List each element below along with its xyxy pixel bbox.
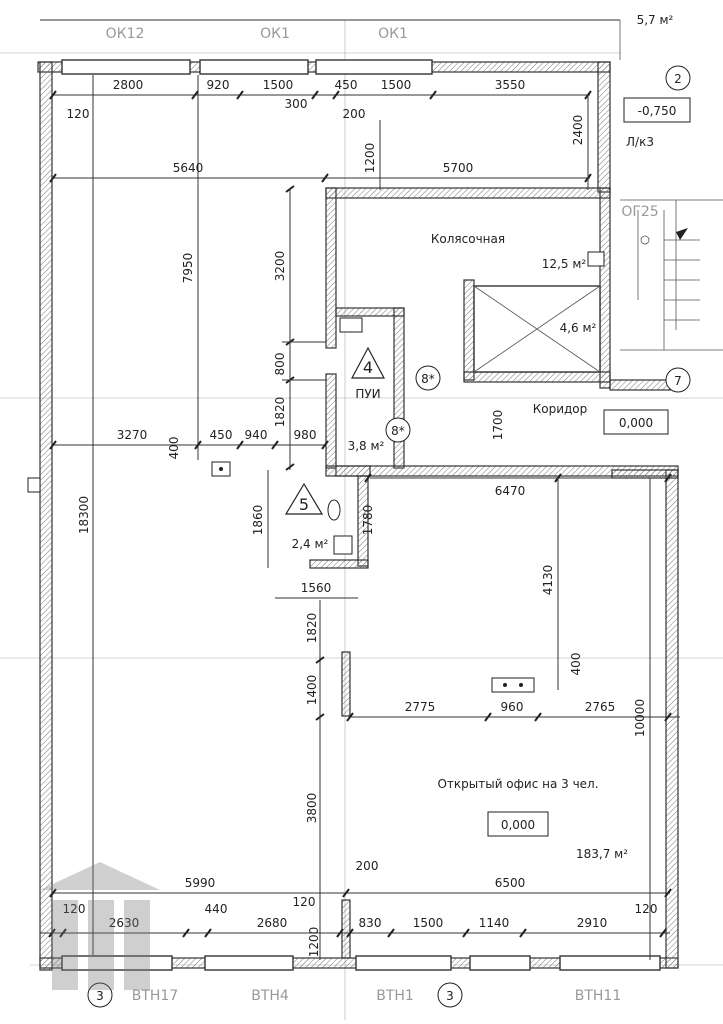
top-dimensions: 2800 920 1500 450 1500 3550 <box>113 78 526 92</box>
room-name-office: Открытый офис на 3 чел. <box>437 777 598 791</box>
room-area-pui: 3,8 м² <box>348 439 385 453</box>
bottom-window-labels: ВТН17 ВТН4 ВТН1 ВТН11 <box>132 988 622 1004</box>
dim-text: 1500 <box>413 916 444 930</box>
dim-text: 980 <box>294 428 317 442</box>
dim-text: 1700 <box>491 410 505 441</box>
window-label: ОК1 <box>260 26 290 42</box>
dim-text: 1860 <box>251 505 265 536</box>
dim-text: 10000 <box>633 699 647 737</box>
room-area-stroller: 12,5 м² <box>542 257 587 271</box>
window-label: ВТН4 <box>251 988 289 1004</box>
dim-text: 3800 <box>305 793 319 824</box>
dim-text: 5640 <box>173 161 204 175</box>
dim-text: 6500 <box>495 876 526 890</box>
dim-text: 920 <box>207 78 230 92</box>
level-office: 0,000 <box>501 818 535 832</box>
dim-text: 2775 <box>405 700 436 714</box>
dim-text: 440 <box>205 902 228 916</box>
axis-mark: 3 <box>96 989 104 1003</box>
dim-text: 120 <box>67 107 90 121</box>
window-label: ВТН1 <box>376 988 414 1004</box>
room-area-office: 183,7 м² <box>576 847 628 861</box>
top-window-labels: ОК12 ОК1 ОК1 <box>106 26 408 42</box>
level-corridor: 0,000 <box>619 416 653 430</box>
dim-text: 4130 <box>541 565 555 596</box>
room-area-top-right: 5,7 м² <box>637 13 674 27</box>
outer-walls <box>37 19 679 971</box>
dim-text: 2680 <box>257 916 288 930</box>
dim-text: 830 <box>359 916 382 930</box>
watermark-logo <box>40 862 160 990</box>
dim-text: 5990 <box>185 876 216 890</box>
dim-text: 800 <box>273 353 287 376</box>
misc-dimensions: 120 300 200 2400 1200 5640 5700 7950 320… <box>63 97 658 957</box>
dim-text: 1200 <box>363 143 377 174</box>
dim-text: 1560 <box>301 581 332 595</box>
window-label: ОК1 <box>378 26 408 42</box>
axis-mark: 2 <box>674 72 682 86</box>
dim-text: 960 <box>501 700 524 714</box>
dim-text: 3550 <box>495 78 526 92</box>
dim-text: 2400 <box>571 115 585 146</box>
dim-text: 2800 <box>113 78 144 92</box>
dim-text: 3270 <box>117 428 148 442</box>
window-label: ВТН17 <box>132 988 179 1004</box>
dim-text: 1400 <box>305 675 319 706</box>
inner-walls <box>309 187 679 959</box>
dim-text: 1500 <box>263 78 294 92</box>
axis-mark: 7 <box>674 374 682 388</box>
room-labels: Колясочная 12,5 м² 4,6 м² 4 ПУИ 3,8 м² 5… <box>284 13 691 861</box>
dim-text: 120 <box>293 895 316 909</box>
dimension-lines <box>40 75 680 960</box>
dim-text: 1500 <box>381 78 412 92</box>
dim-text: 450 <box>335 78 358 92</box>
axis-markers: 2 7 3 3 <box>87 65 691 1008</box>
dim-text: 18300 <box>77 496 91 534</box>
room-name-corridor: Коридор <box>533 402 588 416</box>
dim-text: 2910 <box>577 916 608 930</box>
dim-text: 200 <box>356 859 379 873</box>
dim-text: 1140 <box>479 916 510 930</box>
door-mark: 8* <box>421 372 435 386</box>
level-top-right: -0,750 <box>638 104 677 118</box>
dim-text: 400 <box>167 437 181 460</box>
room-name-stroller: Колясочная <box>431 232 505 246</box>
room-number-pui: 4 <box>363 358 373 377</box>
door-label-og25: ОГ25 <box>621 204 658 220</box>
window-label: ОК12 <box>106 26 145 42</box>
dim-text: 5700 <box>443 161 474 175</box>
dim-text: 2765 <box>585 700 616 714</box>
dim-text: 2630 <box>109 916 140 930</box>
dim-text: 7950 <box>181 253 195 284</box>
room-area-shaft: 4,6 м² <box>560 321 597 335</box>
dim-text: 300 <box>285 97 308 111</box>
window-label: ВТН11 <box>575 988 622 1004</box>
door-markers: 8* 8* <box>385 365 441 443</box>
axis-mark: 3 <box>446 989 454 1003</box>
room-name-pui: ПУИ <box>355 387 380 401</box>
dim-text: 1820 <box>305 613 319 644</box>
dim-text: 200 <box>343 107 366 121</box>
dim-text: 450 <box>210 428 233 442</box>
dim-text: 120 <box>635 902 658 916</box>
room-number-wc: 5 <box>299 495 309 514</box>
dim-text: 120 <box>63 902 86 916</box>
door-mark: 8* <box>391 424 405 438</box>
room-area-wc: 2,4 м² <box>292 537 329 551</box>
fixtures <box>27 251 605 693</box>
dim-text: 940 <box>245 428 268 442</box>
dim-text: 1820 <box>273 397 287 428</box>
dim-text: 400 <box>569 653 583 676</box>
dim-text: 1200 <box>307 927 321 958</box>
dim-text: 3200 <box>273 251 287 282</box>
dim-text: 6470 <box>495 484 526 498</box>
dim-text: 1780 <box>361 505 375 536</box>
stair-label: Л/к3 <box>626 135 654 149</box>
stair <box>620 199 723 351</box>
